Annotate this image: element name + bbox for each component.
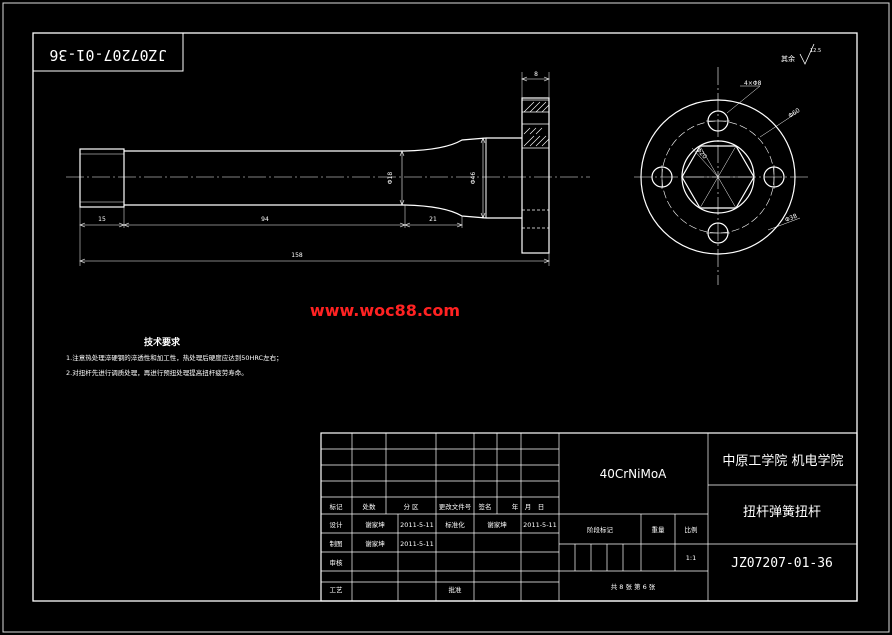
designer: 谢家坤 — [365, 520, 385, 529]
dim-15: 15 — [98, 216, 106, 223]
title-block-grid — [321, 433, 857, 601]
row-standard: 标准化 — [445, 520, 465, 529]
surface-finish-label: 其余 — [781, 54, 795, 63]
fillet-top — [404, 137, 487, 152]
standard-by: 谢家坤 — [487, 520, 507, 529]
dim-158: 158 — [291, 252, 303, 259]
flange — [521, 97, 550, 254]
extension-lines — [79, 72, 550, 266]
side-view: Φ18 Φ46 15 94 21 158 8 — [66, 71, 590, 266]
dim-lines — [79, 76, 550, 264]
scale-value: 1:1 — [686, 554, 696, 562]
spline-end — [79, 148, 125, 208]
dim-phi46: Φ46 — [470, 172, 477, 185]
draw-date: 2011-5-11 — [400, 540, 434, 548]
weight-label: 重量 — [652, 526, 666, 534]
row-approve: 批准 — [449, 585, 463, 594]
dim-arrow — [480, 137, 486, 219]
dim-holes: 4×Φ8 — [744, 80, 762, 87]
header-date: 年 月 日 — [512, 502, 545, 511]
design-date: 2011-5-11 — [400, 521, 434, 529]
row-review: 审核 — [330, 558, 344, 567]
tech-req-line2: 2.对扭杆先进行调质处理，再进行预扭处理提高扭杆疲劳寿命。 — [66, 368, 248, 377]
header-mark: 标记 — [330, 502, 344, 511]
surface-finish-icon — [799, 43, 815, 65]
dim-arrow — [399, 150, 405, 206]
hole-centers — [661, 120, 775, 234]
drawer: 谢家坤 — [365, 539, 385, 548]
dim-phi18: Φ18 — [387, 172, 394, 185]
leaders — [691, 85, 801, 231]
dim-8: 8 — [534, 71, 538, 78]
dim-21: 21 — [429, 216, 437, 223]
scale-label: 比例 — [685, 525, 698, 534]
stage-mark: 阶段标记 — [587, 525, 614, 534]
tech-req-line1: 1.注意热处理淬硬钢的淬透性和加工性，热处理后硬度应达到50HRC左右； — [66, 353, 283, 362]
dim-phi60: Φ60 — [787, 107, 801, 120]
row-draw: 制图 — [330, 539, 343, 548]
dim-94: 94 — [261, 216, 269, 223]
header-sign: 签名 — [479, 502, 492, 511]
surface-finish-value: 12.5 — [810, 48, 821, 54]
title-block-text: 标记 处数 分 区 更改文件号 签名 年 月 日 设计 谢家坤 2011-5-1… — [330, 502, 698, 594]
sheet-count: 共 8 张 第 6 张 — [611, 582, 656, 591]
row-design: 设计 — [330, 520, 344, 529]
material: 40CrNiMoA — [600, 467, 668, 481]
part-name: 扭杆弹簧扭杆 — [743, 504, 821, 520]
school-name: 中原工学院 机电学院 — [722, 453, 843, 469]
dim-phi38: Φ38 — [784, 213, 798, 224]
number-stamp-box — [32, 32, 184, 72]
drawing-number: JZ07207-01-36 — [731, 556, 833, 571]
dim-phi20: Φ20 — [695, 147, 709, 161]
title-block-frame — [320, 432, 858, 602]
end-view: 4×Φ8 Φ60 Φ20 Φ38 — [634, 67, 808, 285]
row-process: 工艺 — [330, 586, 344, 594]
header-change-doc: 更改文件号 — [439, 502, 472, 511]
header-count: 处数 — [363, 502, 377, 511]
flange-outline — [640, 99, 796, 255]
watermark: www.woc88.com — [310, 301, 460, 320]
header-zone: 分 区 — [403, 502, 419, 511]
tech-req-title: 技术要求 — [144, 336, 181, 348]
standard-date: 2011-5-11 — [523, 521, 557, 529]
number-stamp-text: JZ07207-01-36 — [49, 46, 166, 64]
title-block: 40CrNiMoA 中原工学院 机电学院 扭杆弹簧扭杆 JZ07207-01-3… — [320, 432, 858, 602]
fillet-bottom — [404, 204, 487, 219]
hatch-upper — [523, 101, 550, 147]
